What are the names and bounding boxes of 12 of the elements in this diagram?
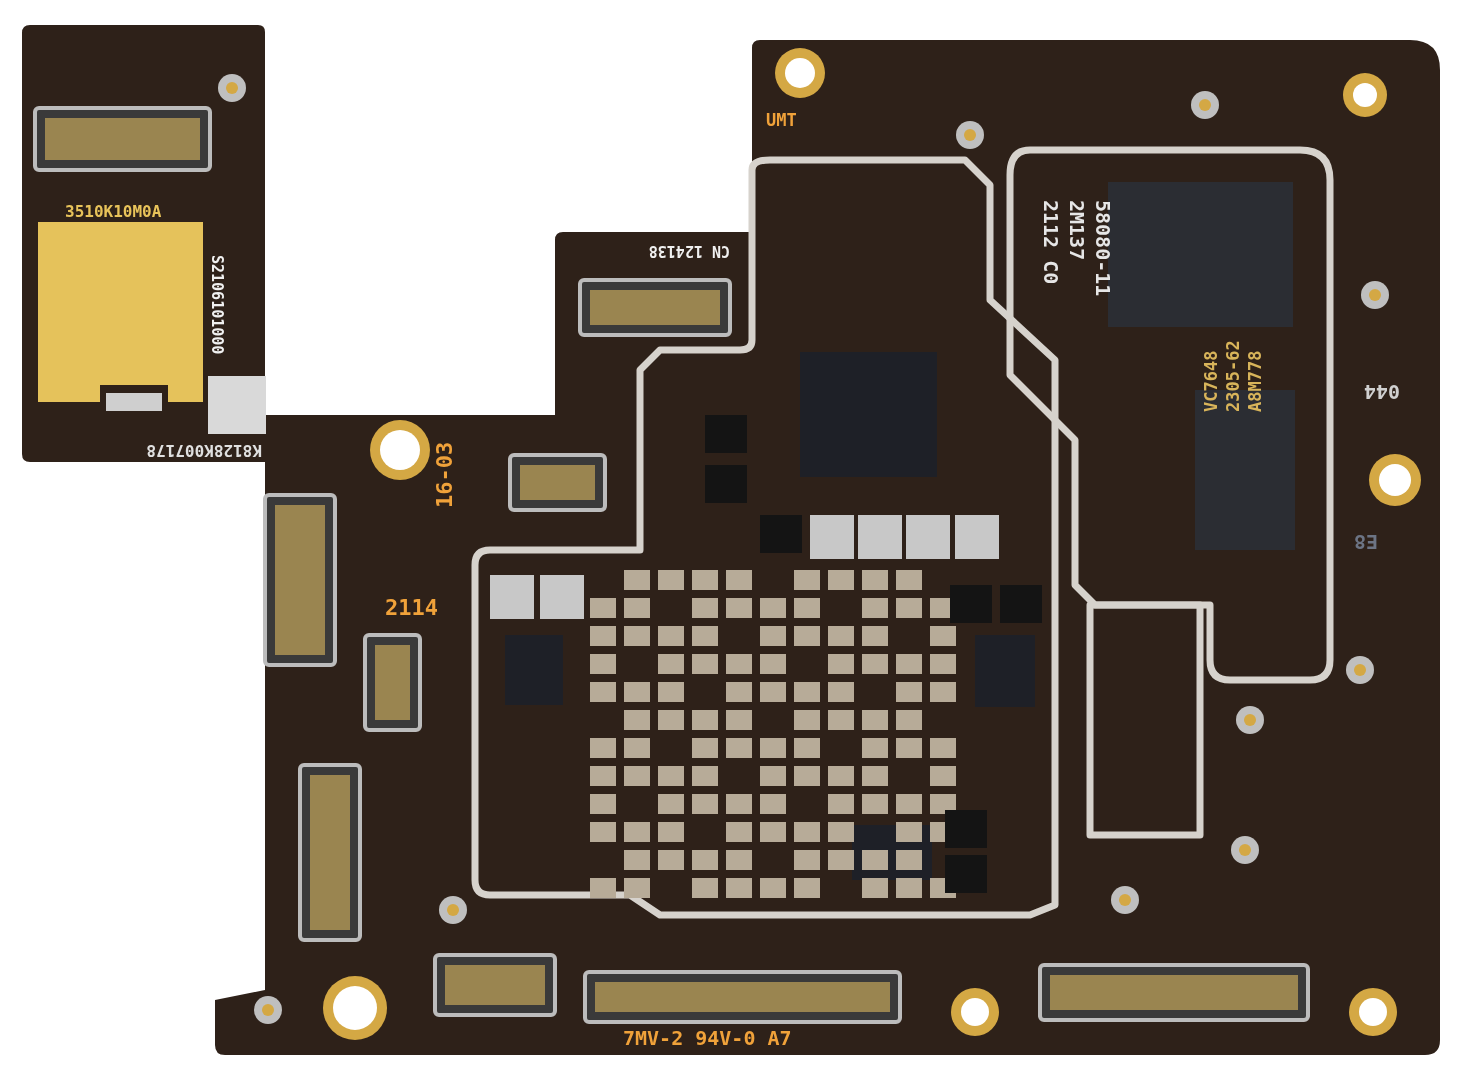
silkscreen-text: 7MV-2 94V-0 A7 [623,1028,792,1048]
silkscreen-text: 3510K10M0A [65,204,162,220]
silkscreen-text: UMT [766,112,797,129]
silkscreen-text: S2106101000 [209,255,224,355]
silkscreen-text: 044 [1363,382,1400,402]
silkscreen-text: 16-03 [434,441,456,508]
silkscreen-text: CN 124138 [648,243,730,258]
chip-marking: VC7648 2305-62 A8M778 [1200,339,1267,412]
silkscreen-text: E8 [1353,532,1378,552]
silkscreen-text: K8128K007178 [146,442,262,458]
silkscreen-text: 2114 [385,597,438,619]
chip-marking: 58080-11 2M137 2112 C0 [1038,200,1116,299]
